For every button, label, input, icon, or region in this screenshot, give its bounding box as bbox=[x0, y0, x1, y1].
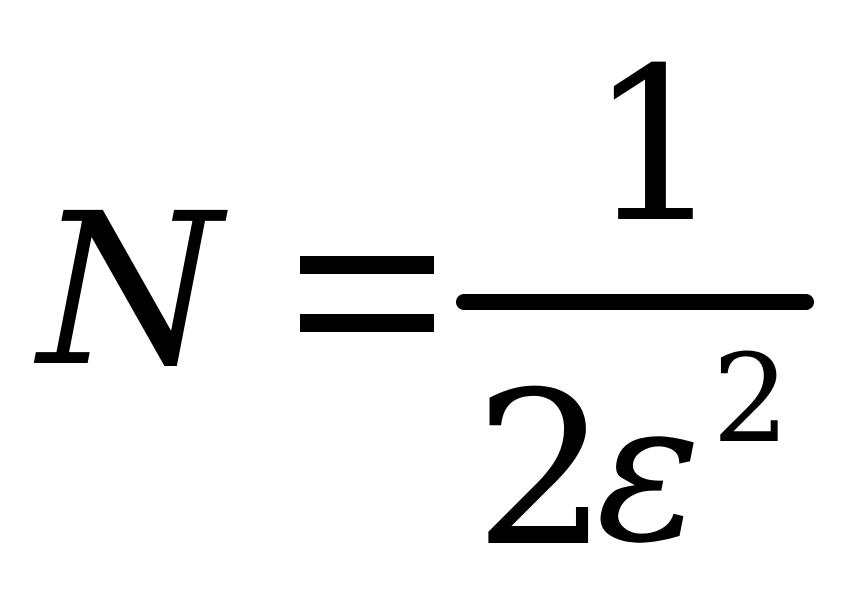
fraction-bar bbox=[456, 294, 814, 310]
denominator-epsilon: ε bbox=[596, 358, 702, 586]
equals-sign-top-bar bbox=[300, 256, 434, 274]
denominator-exponent: 2 bbox=[712, 328, 790, 470]
variable-n: N bbox=[38, 168, 222, 413]
numerator: 1 bbox=[588, 22, 723, 269]
denominator-coefficient: 2 bbox=[474, 346, 609, 593]
equals-sign-bottom-bar bbox=[300, 314, 434, 332]
